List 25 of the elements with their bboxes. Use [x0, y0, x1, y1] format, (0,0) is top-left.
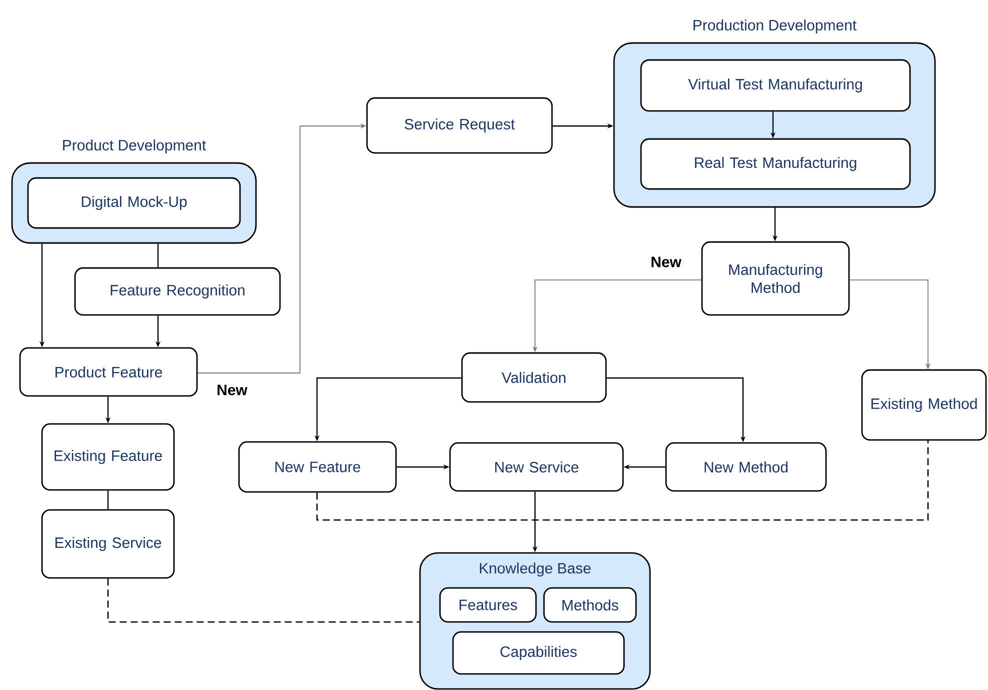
edge-label: New: [216, 384, 248, 396]
process-box: Existing Feature: [41, 423, 175, 491]
process-box: Product Feature: [19, 347, 198, 397]
line: [157, 244, 159, 268]
process-box: Existing Service: [41, 509, 175, 579]
process-box: New Service: [449, 442, 624, 492]
dashed-line: [107, 578, 420, 623]
node-label: Product Development: [63, 139, 206, 154]
process-box: Real Test Manufacturing: [640, 138, 911, 190]
process-box: Existing Method: [861, 369, 987, 441]
node-label: Production Development: [694, 19, 856, 34]
process-box: Manufacturing Method: [701, 241, 850, 316]
process-box: Feature Recognition: [74, 267, 281, 316]
process-box: Features: [439, 587, 537, 623]
edge-label: New: [650, 256, 682, 268]
process-box: Validation: [461, 352, 607, 403]
process-box: New Feature: [238, 441, 397, 493]
process-box: Methods: [543, 587, 637, 623]
process-box: Service Request: [366, 97, 553, 154]
process-box: Capabilities: [452, 631, 625, 675]
process-box: Virtual Test Manufacturing: [640, 59, 911, 112]
process-box: New Method: [665, 442, 827, 492]
line: [107, 490, 109, 510]
dashed-line: [316, 440, 929, 521]
process-box: Digital Mock-Up: [27, 177, 241, 229]
